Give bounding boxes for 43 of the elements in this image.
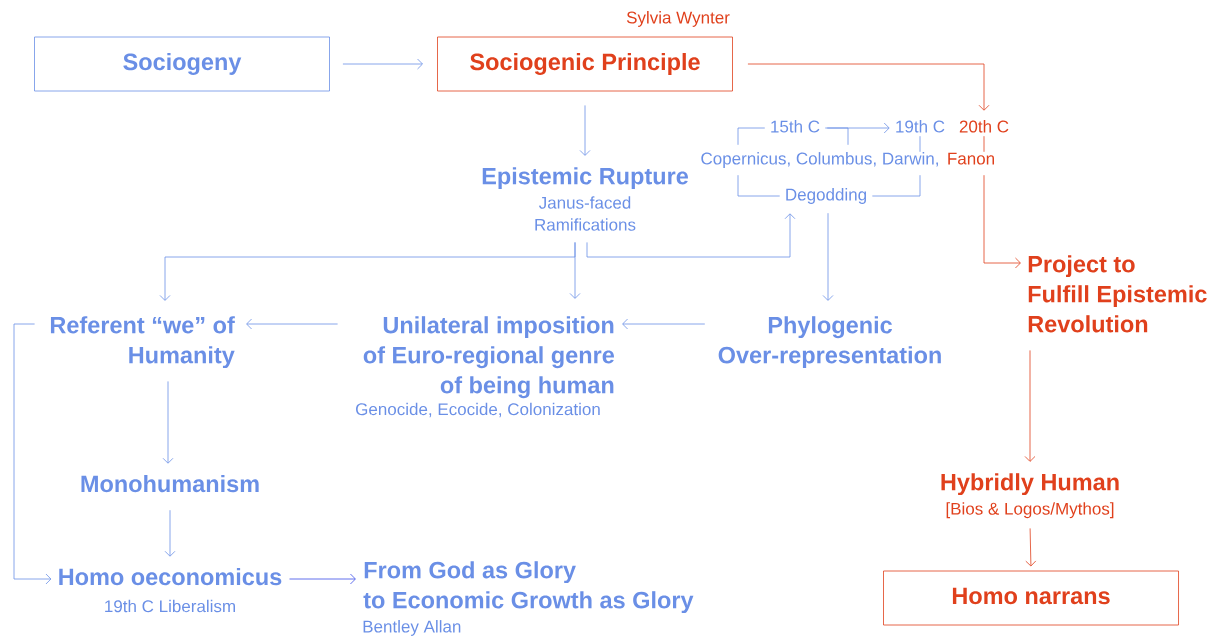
caption-text: 19th C Liberalism	[105, 599, 235, 613]
arrow	[342, 58, 423, 70]
arrow	[289, 573, 356, 585]
concept-label: Epistemic Rupture Janus-faced Ramifications	[482, 167, 688, 231]
arrow	[1024, 350, 1036, 462]
arrow	[983, 174, 1021, 269]
year-label: 19th C	[896, 120, 945, 133]
arrow	[162, 381, 174, 464]
arrow	[622, 318, 706, 330]
concept-label: Phylogenic Over-representation	[718, 316, 941, 369]
name-label: Fanon	[948, 152, 994, 165]
concept-label: Homo oeconomicus	[59, 568, 282, 586]
names-label: Copernicus, Columbus, Darwin,	[701, 152, 938, 168]
concept-label: Monohumanism	[81, 475, 259, 493]
arrow	[579, 105, 591, 156]
connector-line	[737, 174, 781, 197]
connector-line	[737, 127, 766, 146]
concept-label: From God as Glory to Economic Growth as Glory	[363, 561, 694, 614]
concept-label: Degodding	[786, 188, 866, 204]
concept-label: Hybridly Human [Bios & Logos/Mythos]	[941, 473, 1119, 519]
caption-text: Genocide, Ecocide, Colonization	[356, 402, 600, 418]
concept-label: Project to Fulfill Epistemic Revolution	[1028, 255, 1207, 333]
arrow	[13, 323, 52, 585]
arrow	[586, 213, 796, 258]
concept-box: Homo narrans	[883, 570, 1179, 626]
connector-line	[919, 135, 921, 153]
connector-line	[871, 174, 921, 197]
connector-line	[983, 135, 985, 153]
caption-text: Bentley Allan	[363, 620, 461, 636]
concept-label: Referent “we” of Humanity	[50, 316, 235, 369]
arrow	[747, 63, 990, 111]
concept-box: Sociogenic Principle	[437, 36, 733, 92]
concept-box: Sociogeny	[34, 36, 330, 92]
caption-text: Sylvia Wynter	[626, 11, 730, 27]
connector-line	[824, 127, 849, 146]
year-label: 15th C	[771, 120, 820, 133]
arrow	[569, 242, 581, 299]
arrow	[164, 509, 176, 557]
year-label: 20th C	[959, 120, 1009, 133]
arrow	[1025, 528, 1037, 567]
concept-label: Unilateral imposition of Euro-regional genre of being human	[363, 316, 614, 399]
arrow	[246, 318, 338, 330]
arrow	[822, 212, 834, 301]
